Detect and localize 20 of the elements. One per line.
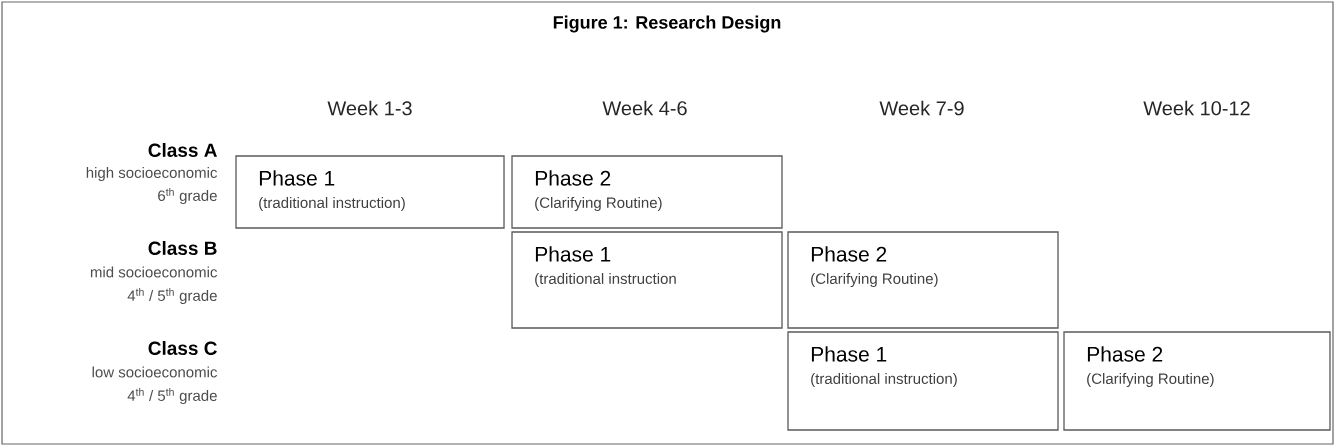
- phase-box: Phase 1 (traditional instruction: [511, 231, 783, 329]
- row-description: 4$^{th}$ / 5$^{th}$ grade: [127, 288, 217, 304]
- row-description: 6$^{th}$ grade: [158, 188, 217, 204]
- row-description: low socioeconomic: [92, 366, 218, 378]
- row-description: 4$^{th}$ / 5$^{th}$ grade: [127, 388, 217, 404]
- phase-box: Phase 2 (Clarifying Routine): [511, 155, 783, 229]
- column-header: Week 4-6: [602, 100, 687, 116]
- phase-box: Phase 2 (Clarifying Routine): [787, 231, 1059, 329]
- title: Figure 1: Research Design: [553, 15, 781, 33]
- row-header: Class A: [148, 143, 217, 157]
- row-header: Class B: [148, 241, 217, 255]
- phase-box: Phase 1 (traditional instruction): [787, 331, 1059, 431]
- column-header: Week 1-3: [327, 100, 412, 116]
- row-description: high socioeconomic: [86, 167, 218, 181]
- phase-box: Phase 1 (traditional instruction): [235, 155, 505, 229]
- column-header: Week 10-12: [1143, 100, 1250, 116]
- column-header: Week 7-9: [879, 100, 964, 116]
- row-description: mid socioeconomic: [90, 266, 218, 278]
- row-header: Class C: [148, 341, 217, 355]
- phase-box: Phase 2 (Clarifying Routine): [1063, 331, 1331, 431]
